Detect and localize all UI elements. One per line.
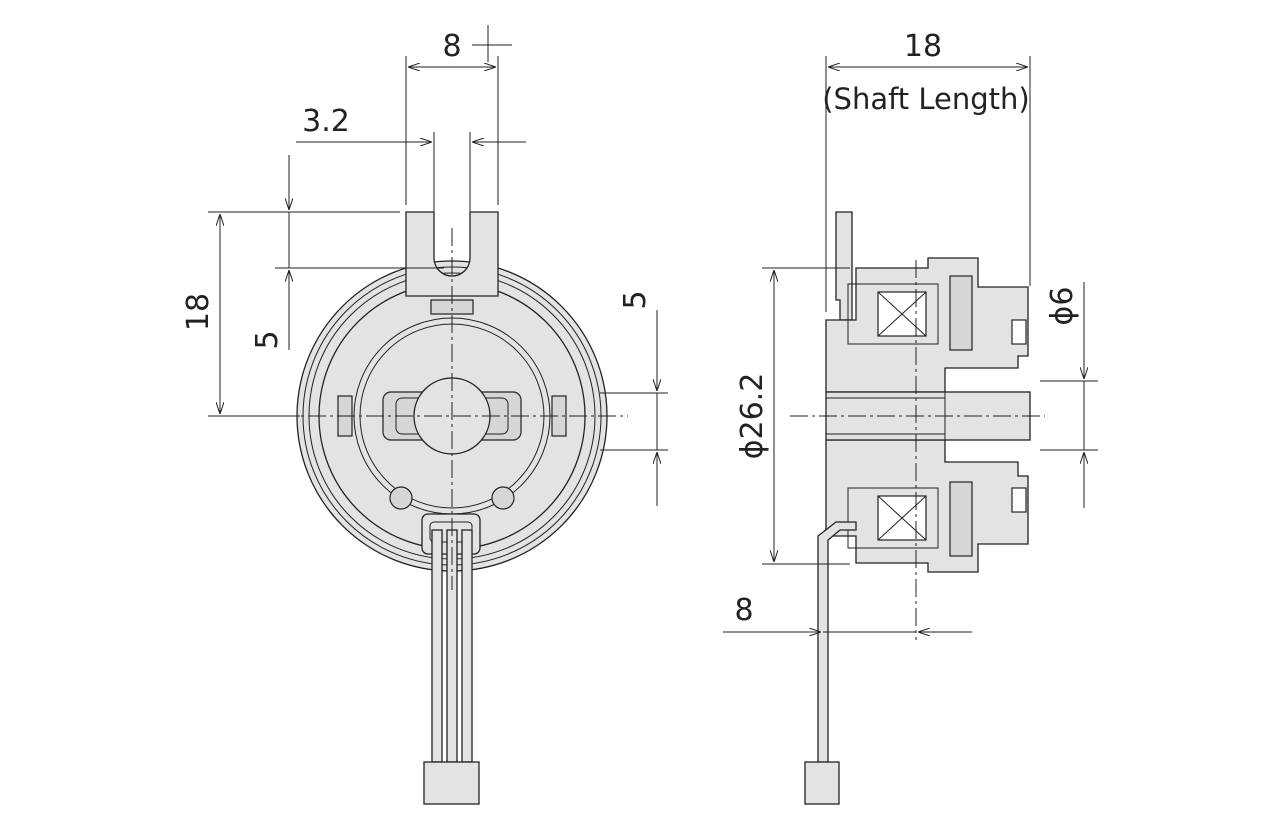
dim-shaft-length-value: 18 — [904, 29, 942, 64]
side-housing — [825, 257, 1029, 393]
dim-top-width-label: 8 — [442, 29, 461, 64]
side-connector — [804, 761, 840, 805]
dim-shaft-length-note: (Shaft Length) — [822, 82, 1030, 116]
dim-slot-depth-label: 5 — [250, 330, 285, 349]
front-lower-boss-right — [491, 486, 515, 510]
dim-center-offset: 5 — [600, 290, 668, 506]
dim-tab-height-label: 18 — [181, 293, 216, 331]
dim-slot-width-label: 3.2 — [302, 104, 350, 139]
dim-top-width: 8 — [405, 25, 512, 205]
dim-lead-offset: 8 — [723, 593, 972, 632]
side-view: 18 (Shaft Length) ϕ26.2 ϕ6 8 — [723, 29, 1098, 805]
front-view: 8 3.2 18 5 — [181, 25, 668, 805]
dim-shaft-diameter: ϕ6 — [1040, 282, 1098, 508]
front-lead-wire-1 — [431, 529, 443, 763]
side-mounting-tab — [835, 211, 853, 321]
front-lower-boss-left — [389, 486, 413, 510]
front-mounting-tab — [405, 211, 499, 297]
dim-slot-depth: 5 — [250, 155, 444, 350]
dim-tab-height: 18 — [181, 211, 400, 417]
side-housing-lower — [825, 439, 1029, 573]
dim-lead-offset-label: 8 — [734, 593, 753, 628]
side-lead-wire — [817, 521, 857, 763]
dim-shaft-diameter-label: ϕ6 — [1045, 287, 1080, 326]
dim-outer-diameter: ϕ26.2 — [735, 267, 850, 565]
dim-center-offset-label: 5 — [618, 290, 653, 309]
dim-shaft-length: 18 (Shaft Length) — [822, 29, 1031, 312]
dim-outer-diameter-label: ϕ26.2 — [735, 373, 770, 460]
dim-slot-width: 3.2 — [296, 104, 526, 212]
front-connector — [423, 761, 480, 805]
front-lead-wire-3 — [461, 529, 473, 763]
